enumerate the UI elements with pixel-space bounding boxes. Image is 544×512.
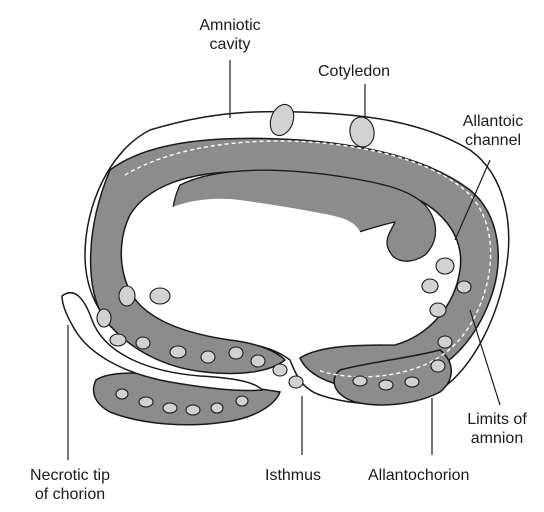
cotyledon — [119, 286, 135, 306]
label-limits-of-amnion-line1: Limits of — [452, 410, 542, 429]
label-necrotic-tip-line2: of chorion — [6, 485, 134, 504]
cotyledon — [110, 334, 126, 346]
label-cotyledon: Cotyledon — [318, 62, 390, 81]
cotyledon — [150, 288, 170, 304]
cotyledon — [116, 389, 128, 399]
cotyledon — [273, 364, 287, 376]
cotyledon — [353, 376, 367, 386]
cotyledon — [251, 355, 265, 367]
label-necrotic-tip: Necrotic tip of chorion — [6, 466, 134, 504]
label-isthmus: Isthmus — [265, 466, 321, 485]
cotyledon — [422, 279, 438, 293]
cotyledon — [229, 347, 243, 359]
label-amniotic-cavity: Amniotic cavity — [183, 16, 277, 54]
cotyledon — [438, 336, 452, 348]
cotyledon — [430, 303, 446, 317]
label-allantoic-channel: Allantoic channel — [446, 112, 540, 150]
cotyledon — [136, 337, 150, 349]
label-allantochorion: Allantochorion — [368, 466, 469, 485]
cotyledon — [289, 376, 303, 388]
cotyledon — [139, 397, 153, 407]
cotyledon — [186, 405, 200, 415]
label-limits-of-amnion-line2: amnion — [452, 429, 542, 448]
label-amniotic-cavity-line2: cavity — [183, 35, 277, 54]
cotyledon — [211, 403, 223, 413]
cotyledon — [379, 380, 393, 390]
cotyledon — [201, 351, 215, 363]
label-amniotic-cavity-line1: Amniotic — [183, 16, 277, 35]
label-limits-of-amnion: Limits of amnion — [452, 410, 542, 448]
cotyledon — [431, 360, 445, 372]
label-allantoic-channel-line1: Allantoic — [446, 112, 540, 131]
label-allantoic-channel-line2: channel — [446, 131, 540, 150]
cotyledon — [170, 346, 186, 358]
cotyledon — [97, 309, 111, 327]
cotyledon — [457, 281, 471, 293]
cotyledon — [405, 377, 419, 387]
label-necrotic-tip-line1: Necrotic tip — [6, 466, 134, 485]
cotyledon — [163, 403, 177, 413]
cotyledon — [436, 258, 454, 274]
cotyledon — [236, 396, 248, 406]
